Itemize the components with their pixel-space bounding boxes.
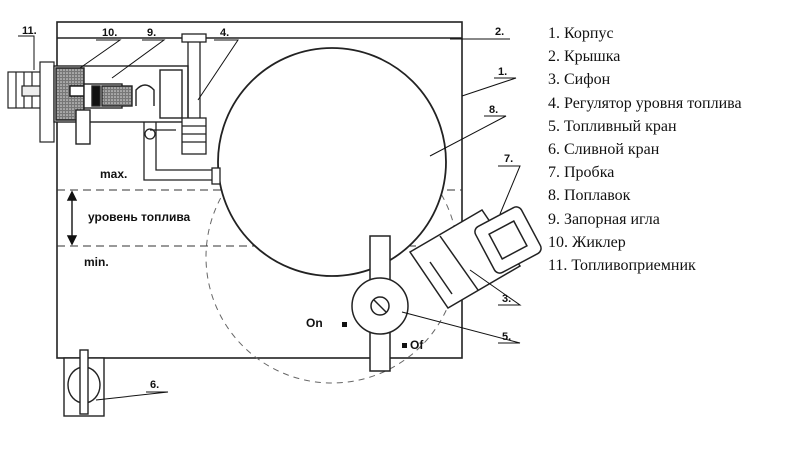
off-marker xyxy=(402,343,407,348)
legend-item: 10. Жиклер xyxy=(548,233,626,251)
legend-item: 6. Сливной кран xyxy=(548,140,660,158)
plug xyxy=(474,206,542,274)
level-regulator xyxy=(150,33,207,155)
min-label: min. xyxy=(84,255,109,269)
needle xyxy=(91,85,101,107)
on-label: On xyxy=(306,316,323,330)
siphon-pipe xyxy=(143,122,221,185)
max-label: max. xyxy=(100,167,127,181)
legend-item: 7. Пробка xyxy=(548,164,615,182)
legend-item: 3. Сифон xyxy=(548,71,611,89)
callout-7: 7. xyxy=(504,153,513,165)
level-arrow xyxy=(66,190,78,246)
float xyxy=(217,47,447,277)
jet xyxy=(69,85,85,97)
callout-6: 6. xyxy=(150,379,159,391)
callout-1: 1. xyxy=(498,66,507,78)
needle-valve-assembly xyxy=(53,65,189,145)
drain-tap xyxy=(63,349,105,417)
legend-item: 8. Поплавок xyxy=(548,187,631,205)
legend-item: 4. Регулятор уровня топлива xyxy=(548,94,742,112)
callout-9: 9. xyxy=(147,27,156,39)
fuel-inlet xyxy=(7,61,73,143)
legend-item: 11. Топливоприемник xyxy=(548,256,696,274)
legend-item: 5. Топливный кран xyxy=(548,117,677,135)
on-marker xyxy=(342,322,347,327)
legend-item: 1. Корпус xyxy=(548,25,614,42)
callout-8: 8. xyxy=(489,104,498,116)
legend-item: 9. Запорная игла xyxy=(548,210,660,228)
level-label: уровень топлива xyxy=(88,210,191,224)
off-label: Of xyxy=(410,338,424,352)
fuel-tap xyxy=(351,235,409,372)
callout-5: 5. xyxy=(502,331,511,343)
callout-11: 11. xyxy=(22,25,37,37)
legend: 1. Корпус 2. Крышка 3. Сифон 4. Регулято… xyxy=(548,22,742,277)
legend-item: 2. Крышка xyxy=(548,48,621,66)
callout-10: 10. xyxy=(102,27,117,39)
callout-2: 2. xyxy=(495,26,504,38)
callout-4: 4. xyxy=(220,27,229,39)
leader-lines xyxy=(18,35,522,401)
callout-3: 3. xyxy=(502,293,511,305)
